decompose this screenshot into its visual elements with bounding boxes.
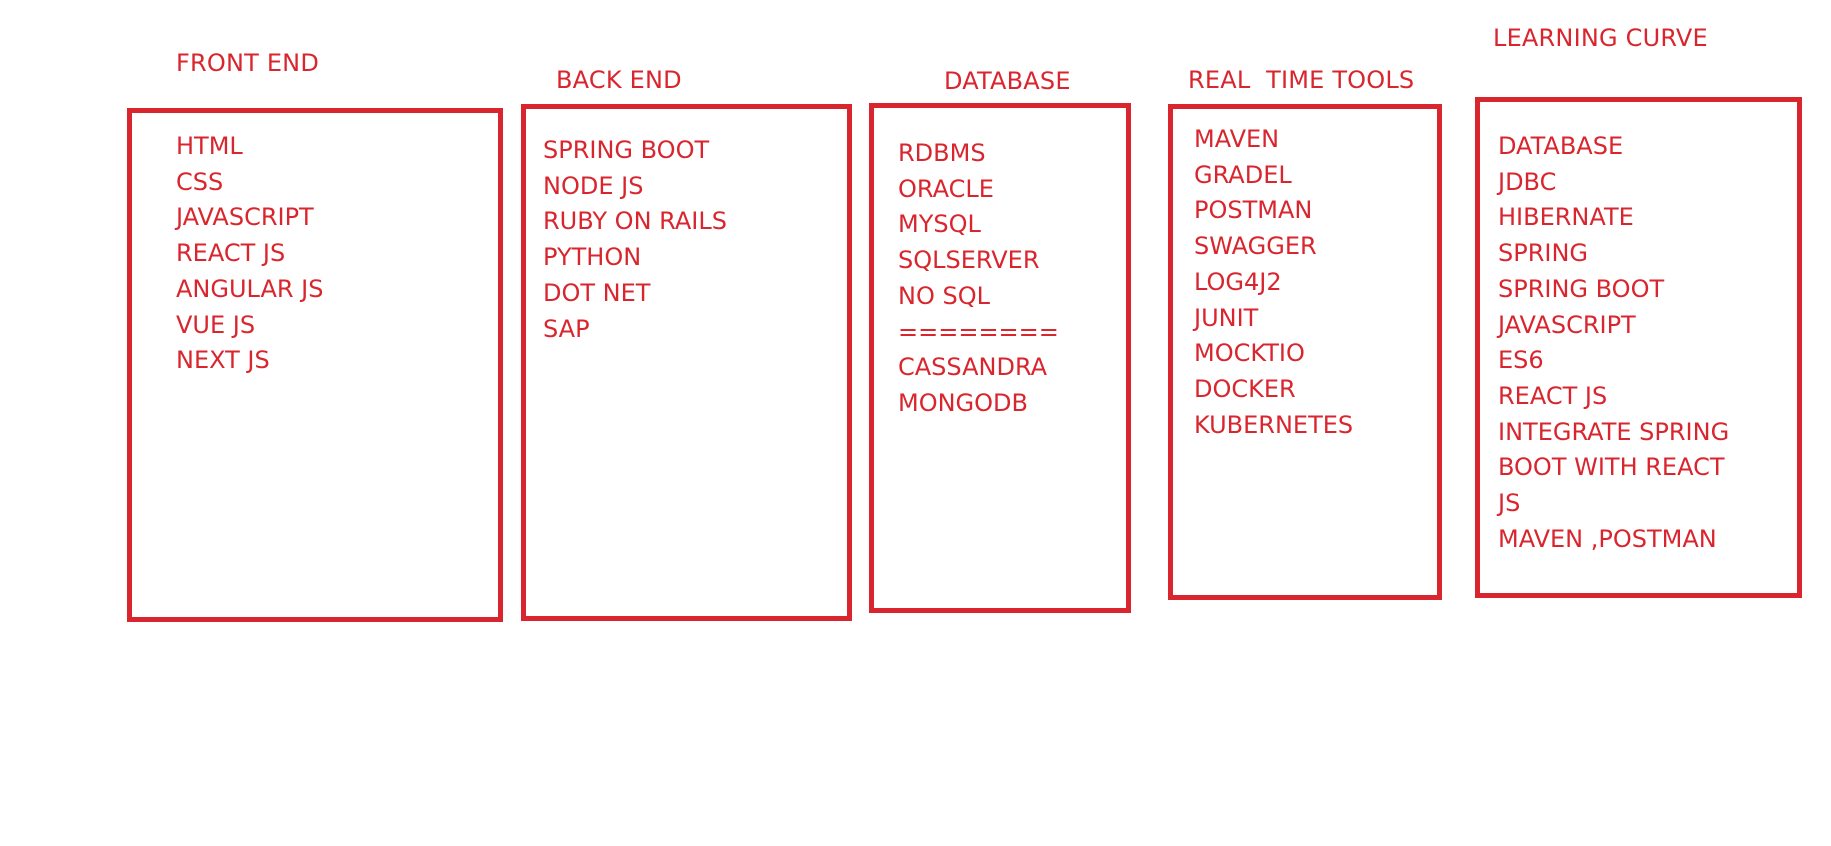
- list-item: JAVASCRIPT: [176, 203, 314, 232]
- list-item: NODE JS: [543, 171, 644, 200]
- tools-list: MAVEN GRADEL POSTMAN SWAGGER LOG4J2 JUNI…: [1194, 122, 1353, 443]
- list-item: MONGODB: [898, 388, 1028, 417]
- list-item: GRADEL: [1194, 160, 1292, 189]
- tools-box: [1168, 104, 1442, 600]
- list-item: HTML: [176, 132, 243, 160]
- list-item: NO SQL: [898, 281, 990, 310]
- list-item: HIBERNATE: [1498, 203, 1634, 232]
- list-item: SPRING BOOT: [1498, 274, 1665, 303]
- learning-curve-box: [1475, 97, 1802, 598]
- database-list: RDBMS ORACLE MYSQL SQLSERVER NO SQL ====…: [898, 136, 1059, 422]
- list-item: DATABASE: [1498, 132, 1624, 160]
- list-item: ORACLE: [898, 174, 994, 203]
- list-item: SAP: [543, 314, 590, 343]
- list-item: MAVEN ,POSTMAN: [1498, 524, 1717, 553]
- learning-curve-list: DATABASE JDBC HIBERNATE SPRING SPRING BO…: [1498, 129, 1738, 557]
- backend-box: [521, 104, 852, 621]
- list-item: RUBY ON RAILS: [543, 207, 727, 236]
- list-item: SWAGGER: [1194, 232, 1317, 261]
- list-item: SPRING: [1498, 239, 1589, 268]
- list-item: ES6: [1498, 346, 1544, 375]
- list-item: NEXT JS: [176, 346, 270, 375]
- list-item: JUNIT: [1194, 303, 1259, 332]
- backend-title: BACK END: [556, 66, 682, 94]
- list-item: MAVEN: [1194, 125, 1280, 153]
- list-item: DOT NET: [543, 278, 651, 307]
- list-item: DOCKER: [1194, 374, 1296, 403]
- list-item: POSTMAN: [1194, 196, 1313, 225]
- list-item: KUBERNETES: [1194, 410, 1354, 439]
- list-item: CASSANDRA: [898, 353, 1048, 382]
- separator: ========: [898, 317, 1059, 346]
- list-item: RDBMS: [898, 139, 986, 167]
- backend-list: SPRING BOOT NODE JS RUBY ON RAILS PYTHON…: [543, 133, 727, 347]
- database-box: [869, 103, 1131, 613]
- frontend-list: HTML CSS JAVASCRIPT REACT JS ANGULAR JS …: [176, 129, 324, 379]
- list-item: ANGULAR JS: [176, 274, 324, 303]
- list-item: SQLSERVER: [898, 246, 1040, 275]
- list-item: SPRING BOOT: [543, 136, 710, 164]
- list-item: INTEGRATE SPRING BOOT WITH REACT JS: [1498, 417, 1730, 518]
- list-item: MOCKTIO: [1194, 339, 1305, 368]
- list-item: LOG4J2: [1194, 267, 1282, 296]
- list-item: JDBC: [1498, 167, 1557, 196]
- list-item: REACT JS: [176, 239, 286, 268]
- tools-title: REAL TIME TOOLS: [1188, 66, 1415, 94]
- list-item: PYTHON: [543, 243, 642, 272]
- database-title: DATABASE: [944, 67, 1071, 95]
- list-item: VUE JS: [176, 310, 256, 339]
- list-item: JAVASCRIPT: [1498, 310, 1636, 339]
- learning-curve-title: LEARNING CURVE: [1493, 24, 1708, 52]
- list-item: MYSQL: [898, 210, 981, 239]
- frontend-box: [127, 108, 503, 622]
- list-item: REACT JS: [1498, 381, 1608, 410]
- list-item: CSS: [176, 167, 224, 196]
- frontend-title: FRONT END: [176, 49, 320, 77]
